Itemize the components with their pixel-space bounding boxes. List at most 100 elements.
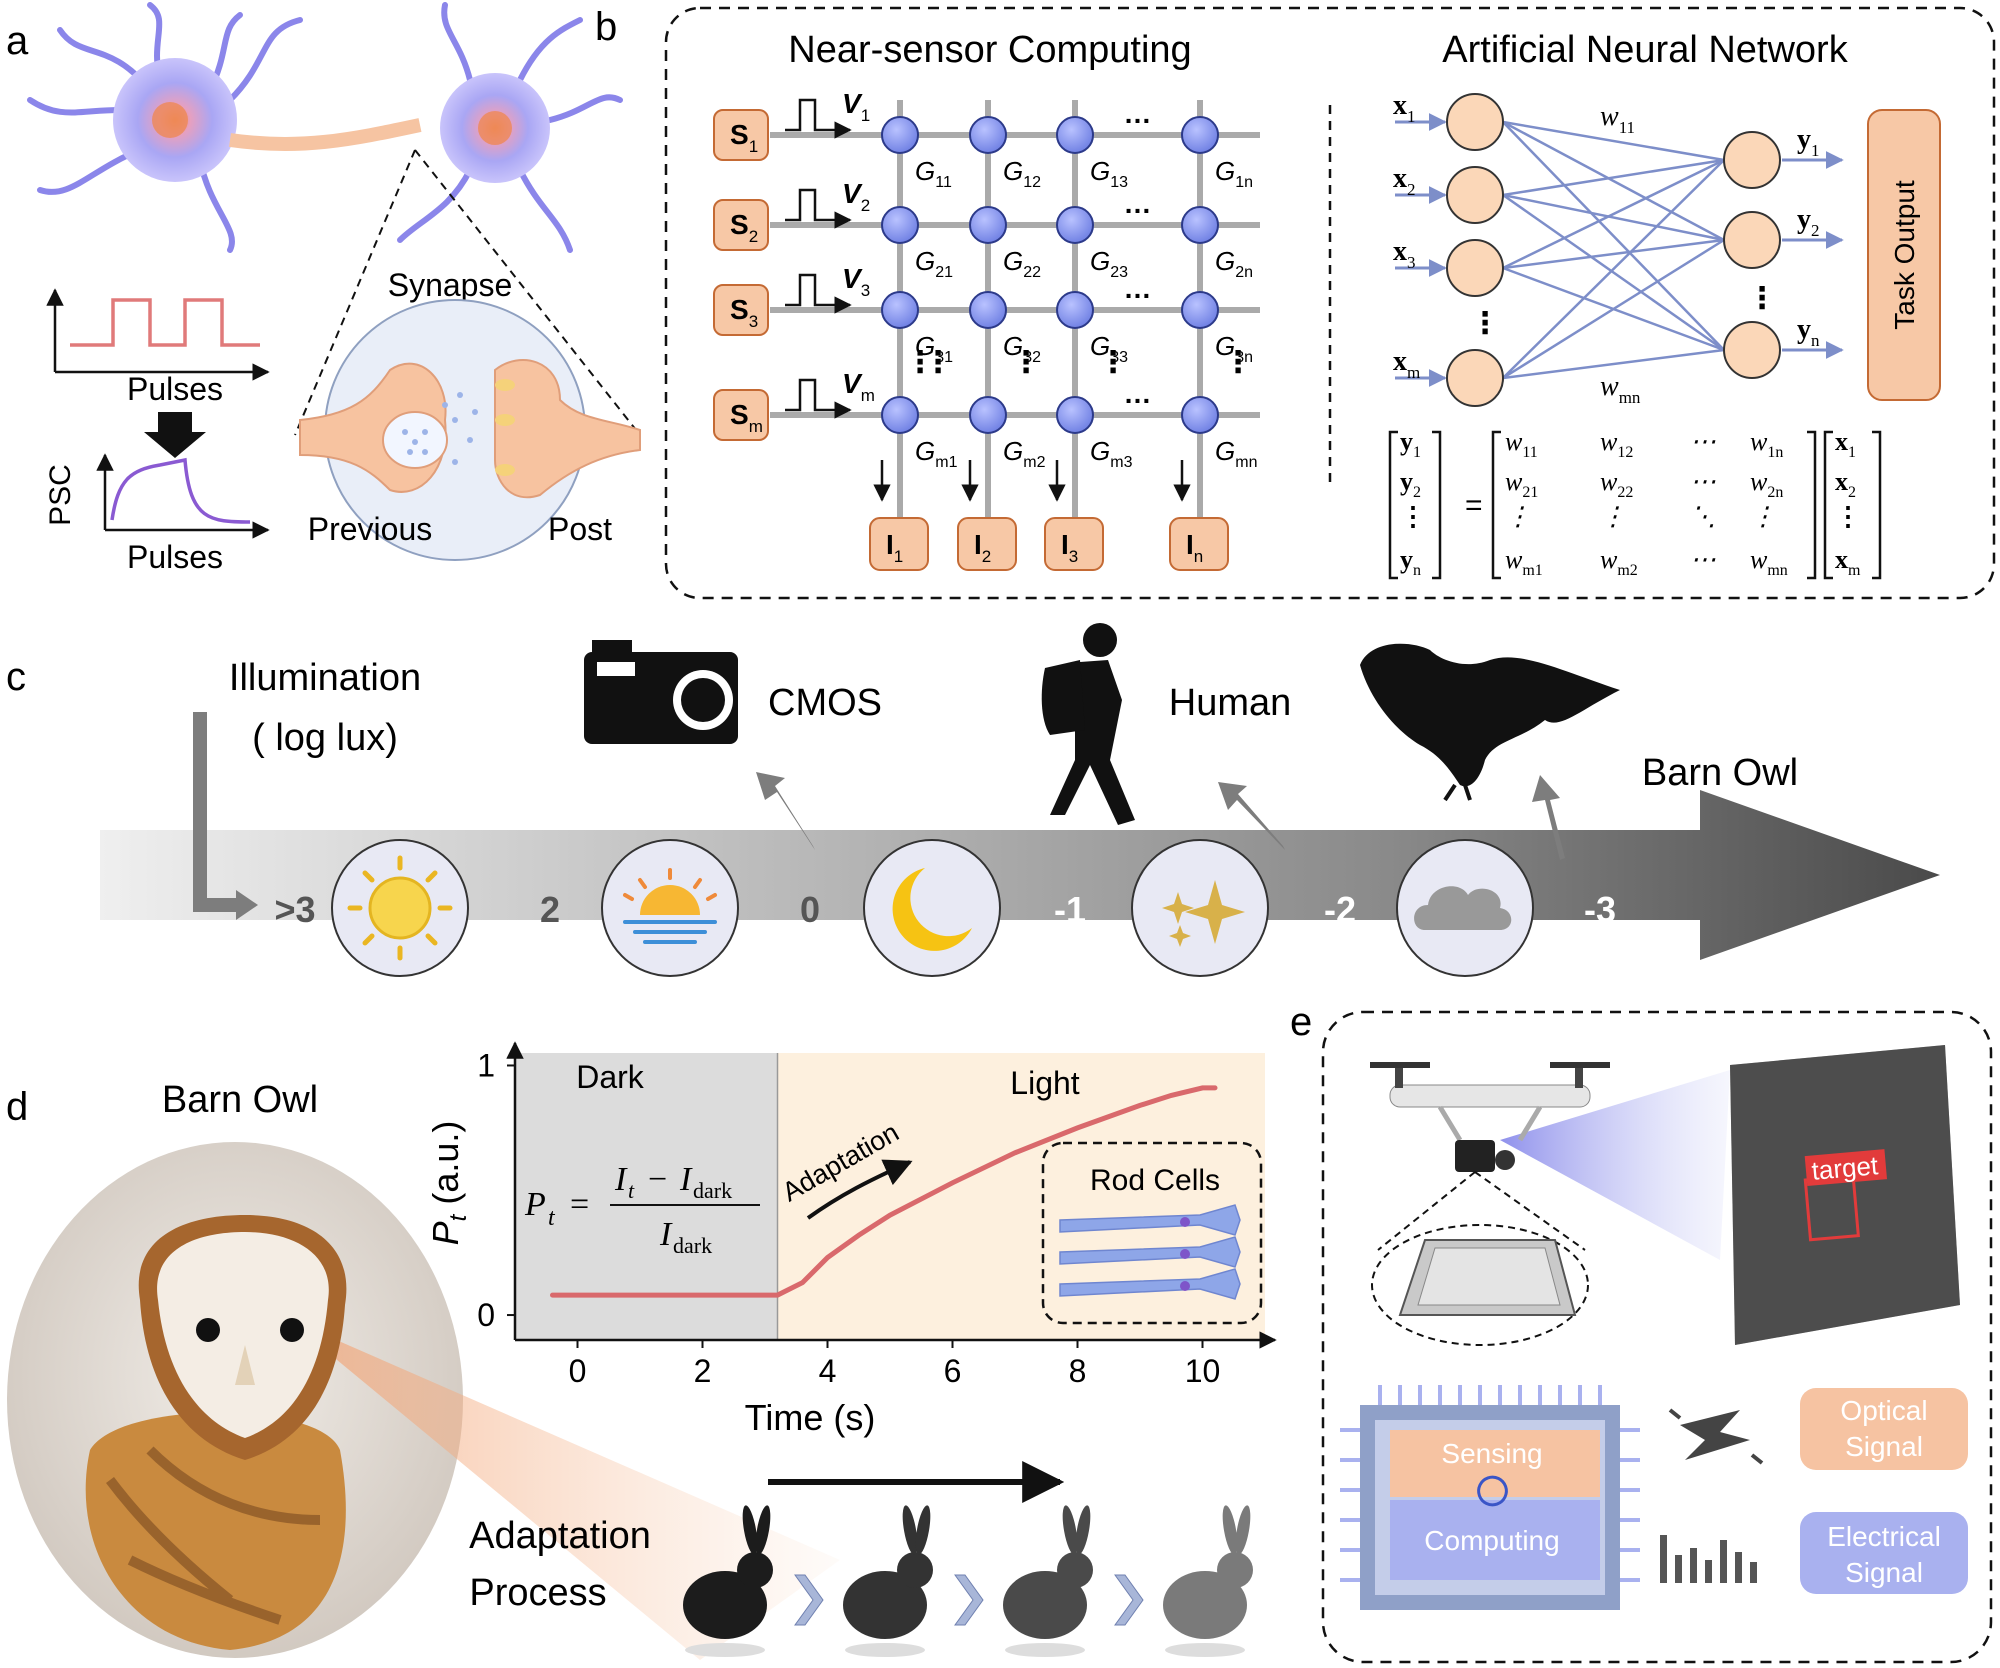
hiker-icon bbox=[1041, 623, 1135, 825]
adaptation-arrow bbox=[806, 1159, 913, 1220]
x-tick-label: 4 bbox=[819, 1353, 837, 1389]
vertical-ellipsis: ⋮ bbox=[905, 346, 935, 379]
y-tick-label: 0 bbox=[477, 1297, 495, 1333]
lightning-icon bbox=[1668, 1408, 1764, 1465]
adaptation-process-label-2: Process bbox=[469, 1572, 606, 1614]
illumination-pointer bbox=[193, 712, 240, 912]
bracket-right bbox=[1807, 430, 1817, 580]
sensor-box bbox=[713, 284, 769, 336]
synapse-zoom: Synapse Previous Post bbox=[294, 149, 641, 561]
conductance-label: G31 bbox=[915, 331, 953, 366]
matrix-w-entry: ⋯ bbox=[1690, 545, 1716, 574]
panel-e: e target bbox=[1290, 1000, 1993, 1664]
rabbit-icon bbox=[1003, 1505, 1093, 1657]
memristor-node bbox=[881, 291, 919, 329]
vertical-ellipsis: ⋮ bbox=[1747, 282, 1777, 315]
memristor-node bbox=[1056, 116, 1094, 154]
weight-edge bbox=[1502, 238, 1725, 270]
matrix-y-entry: y1 bbox=[1400, 427, 1421, 461]
input-label: x1 bbox=[1393, 90, 1416, 126]
electrical-signal-box bbox=[1800, 1512, 1968, 1594]
ellipsis: … bbox=[1124, 98, 1152, 129]
memristor-node bbox=[969, 116, 1007, 154]
electrical-label-2: Signal bbox=[1845, 1557, 1923, 1588]
post-label: Post bbox=[548, 511, 612, 547]
input-label: x2 bbox=[1393, 163, 1416, 199]
sensor-label: S3 bbox=[730, 294, 758, 331]
conductance-label: G13 bbox=[1090, 156, 1128, 191]
input-neuron bbox=[1446, 166, 1504, 224]
panel-b: b Near-sensor Computing Artificial Neura… bbox=[595, 5, 1996, 600]
threshold-arrows bbox=[756, 772, 1565, 860]
conductance-label: G11 bbox=[915, 156, 952, 191]
electrical-bars-icon bbox=[1660, 1535, 1757, 1583]
y-tick-label: 1 bbox=[477, 1047, 495, 1083]
ellipsis: … bbox=[1124, 188, 1152, 219]
current-label: I3 bbox=[1061, 529, 1078, 566]
memristor-node bbox=[1056, 206, 1094, 244]
bracket-right bbox=[1432, 430, 1442, 580]
memristor-node bbox=[881, 206, 919, 244]
matrix-x-entry: x1 bbox=[1835, 427, 1856, 461]
memristor-node bbox=[969, 291, 1007, 329]
conductance-label: Gmn bbox=[1215, 436, 1257, 471]
memristor-node bbox=[1056, 291, 1094, 329]
input-neuron bbox=[1446, 93, 1504, 151]
panel-b-label: b bbox=[595, 5, 617, 49]
x-tick-label: 8 bbox=[1069, 1353, 1087, 1389]
previous-label: Previous bbox=[308, 511, 433, 547]
conductance-label: G1n bbox=[1215, 156, 1253, 191]
axon bbox=[229, 118, 422, 152]
optical-signal-box bbox=[1800, 1388, 1968, 1470]
memristor-node bbox=[1181, 396, 1219, 434]
current-label: In bbox=[1186, 529, 1203, 566]
sensor-box bbox=[713, 389, 769, 441]
input-label: xm bbox=[1393, 346, 1420, 382]
matrix-w-entry: w2n bbox=[1750, 467, 1783, 501]
lux-value: -1 bbox=[1054, 889, 1086, 930]
x-tick-label: 10 bbox=[1185, 1353, 1221, 1389]
sensor-chip-zoom bbox=[1371, 1171, 1589, 1346]
svg-text:I: I bbox=[614, 1161, 628, 1198]
task-output-box bbox=[1867, 109, 1941, 401]
sunset-icon bbox=[623, 868, 717, 944]
svg-text:t: t bbox=[628, 1178, 635, 1203]
current-box bbox=[1044, 517, 1104, 571]
ann-title: Artificial Neural Network bbox=[1442, 29, 1848, 71]
chevron-right-icon bbox=[954, 1574, 984, 1626]
flying-owl-icon bbox=[1360, 643, 1620, 802]
matrix-w-entry: ⋯ bbox=[1690, 467, 1716, 496]
sensor-label: S2 bbox=[730, 209, 758, 246]
synapse-label: Synapse bbox=[388, 267, 513, 303]
sync-icon bbox=[1477, 1475, 1508, 1507]
vertical-ellipsis: ⋮ bbox=[1223, 346, 1253, 379]
bracket-left bbox=[1388, 430, 1398, 580]
task-output-label: Task Output bbox=[1889, 180, 1920, 330]
memristor-node bbox=[1056, 396, 1094, 434]
matrix-w-entry: w1n bbox=[1750, 427, 1783, 461]
dark-label: Dark bbox=[576, 1059, 645, 1095]
sensor-box bbox=[713, 199, 769, 251]
equals-sign: = bbox=[1465, 489, 1483, 522]
optical-label-2: Signal bbox=[1845, 1431, 1923, 1462]
memristor-node bbox=[1181, 206, 1219, 244]
pulse-plot: Pulses bbox=[46, 288, 270, 407]
conductance-label: G23 bbox=[1090, 246, 1128, 281]
neuron-left bbox=[27, 2, 303, 253]
rabbit-icon bbox=[683, 1505, 773, 1657]
matrix-w-entry: w11 bbox=[1505, 427, 1538, 461]
conductance-label: G2n bbox=[1215, 246, 1253, 281]
ellipsis: … bbox=[1124, 378, 1152, 409]
weight-edge bbox=[1502, 121, 1725, 351]
matrix-y-entry: ⋮ bbox=[1400, 502, 1426, 531]
x-tick-label: 6 bbox=[944, 1353, 962, 1389]
sensing-computing-chip: Sensing Computing bbox=[1340, 1385, 1640, 1610]
voltage-label: V3 bbox=[842, 263, 870, 300]
weight-edge bbox=[1502, 120, 1725, 242]
sensor-label: Sm bbox=[730, 399, 763, 436]
output-neuron bbox=[1723, 211, 1781, 269]
chart-region bbox=[515, 1053, 778, 1340]
output-label: y1 bbox=[1797, 124, 1820, 160]
